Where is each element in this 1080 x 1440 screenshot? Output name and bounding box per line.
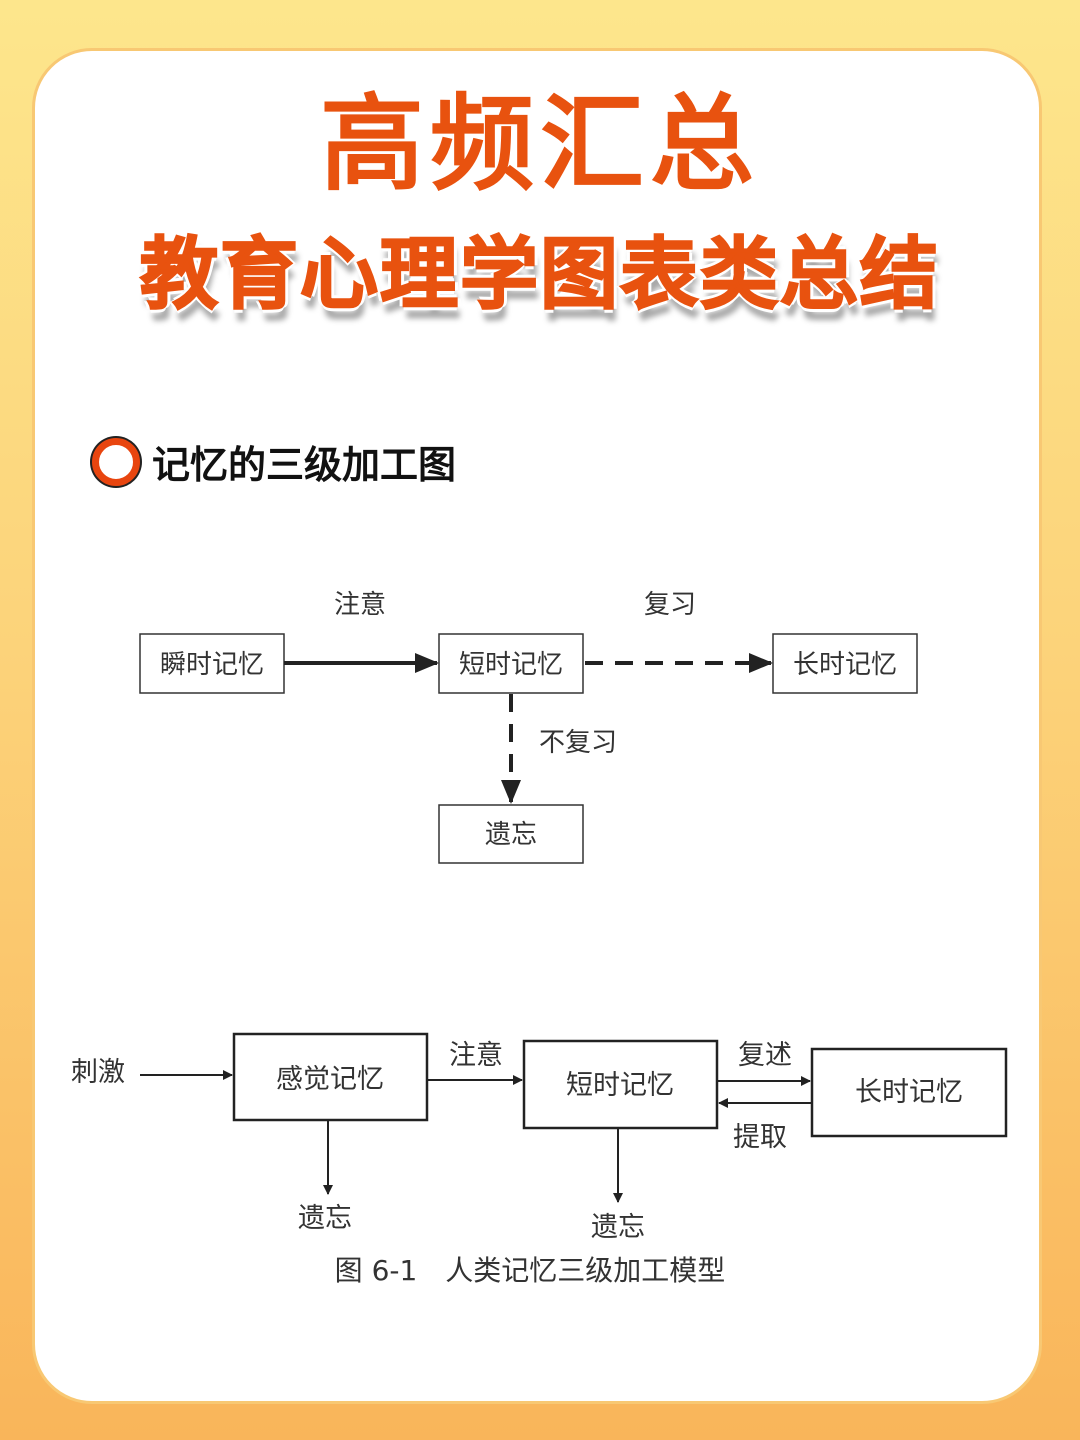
figure-caption: 图 6-1 人类记忆三级加工模型 [335,1254,726,1287]
label-forget-1: 遗忘 [298,1203,352,1234]
box-label: 遗忘 [485,820,537,850]
label-stimulus: 刺激 [71,1057,125,1088]
label-rehearsal: 复述 [738,1040,792,1071]
box-sensory [232,1032,429,1122]
box-long-term [810,1047,1008,1138]
circle-icon [92,437,140,486]
section-title: 记忆的三级加工图 [152,443,457,487]
box-label: 长时记忆 [793,650,897,680]
label-no-rehearsal: 不复习 [539,728,617,758]
box-long-term [772,633,918,694]
diagram-1: 瞬时记忆 短时记忆 长时记忆 遗忘 注意 复习 不复习 [139,590,918,864]
section-heading: 记忆的三级加工图 [92,434,456,489]
box-short-term [438,633,584,694]
box-label: 短时记忆 [566,1070,674,1101]
diagram-2: 刺激 感觉记忆 注意 短时记忆 复述 提取 长时记忆 遗忘 遗忘 图 6-1 人… [71,1032,1008,1287]
page-title: 高频汇总 [319,83,760,205]
box-label: 长时记忆 [855,1077,963,1108]
label-retrieval: 提取 [733,1122,787,1153]
label-forget-2: 遗忘 [591,1212,645,1243]
box-label: 瞬时记忆 [160,650,264,680]
label-attention: 注意 [449,1040,503,1071]
box-label: 感觉记忆 [276,1064,384,1095]
box-label: 短时记忆 [459,650,563,680]
box-short-term [522,1039,719,1130]
label-attention: 注意 [334,590,386,620]
label-rehearsal: 复习 [644,590,696,620]
page-subtitle: 教育心理学图表类总结 [139,230,940,320]
box-forget [438,804,584,864]
content-card [32,48,1042,1404]
